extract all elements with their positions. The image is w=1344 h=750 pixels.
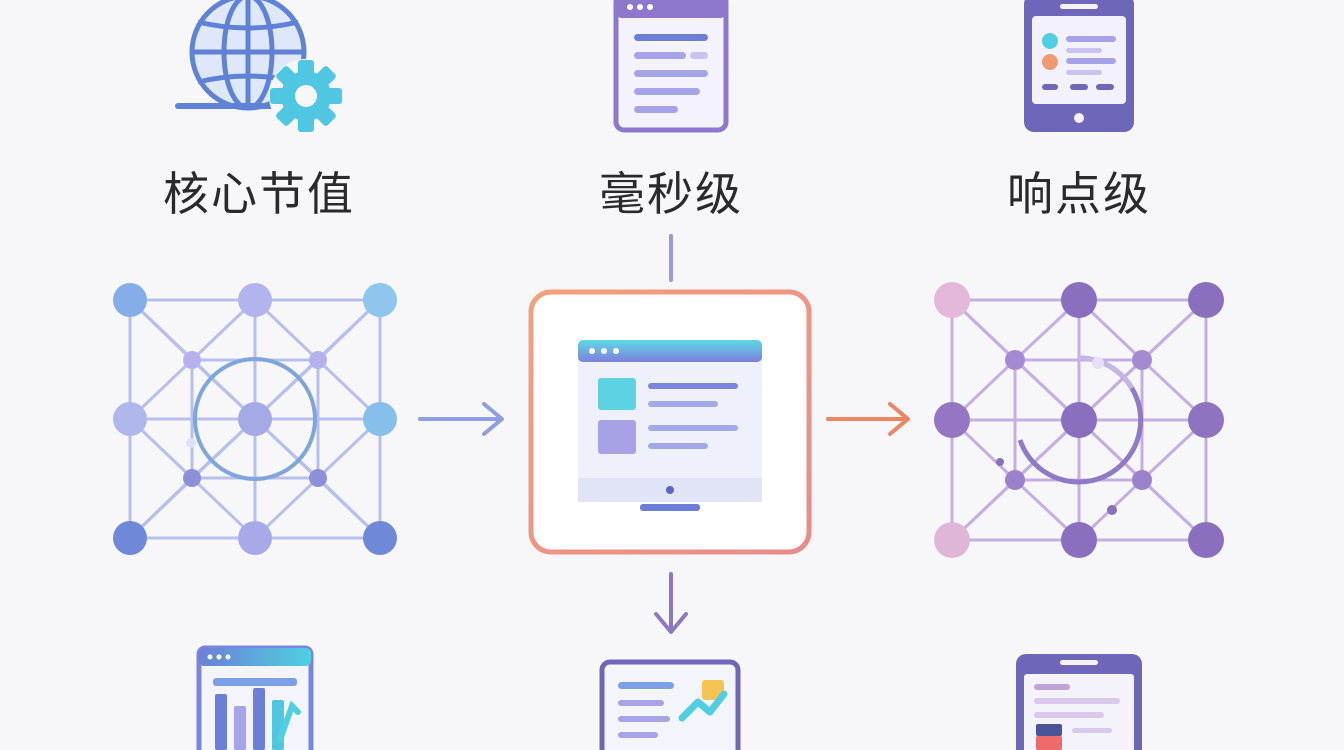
tablet-report-icon bbox=[1016, 654, 1142, 750]
label-right: 响点级 bbox=[1007, 167, 1151, 221]
globe-gear-icon bbox=[175, 0, 343, 133]
arrow-down-icon bbox=[654, 572, 688, 634]
presentation-chart-icon bbox=[599, 659, 741, 750]
arrow-right-icon bbox=[418, 402, 504, 436]
center-monitor-card bbox=[528, 289, 812, 555]
label-left: 核心节值 bbox=[163, 167, 355, 221]
monitor-dashboard-icon bbox=[578, 340, 762, 511]
document-window-icon bbox=[613, 0, 729, 133]
left-network-icon bbox=[113, 283, 397, 555]
label-center: 毫秒级 bbox=[599, 167, 743, 221]
arrow-right-icon-orange bbox=[826, 402, 910, 436]
tablet-list-icon bbox=[1024, 0, 1134, 132]
right-network-icon bbox=[934, 282, 1224, 558]
bar-chart-window-icon bbox=[196, 645, 314, 750]
gear-icon bbox=[269, 59, 343, 133]
